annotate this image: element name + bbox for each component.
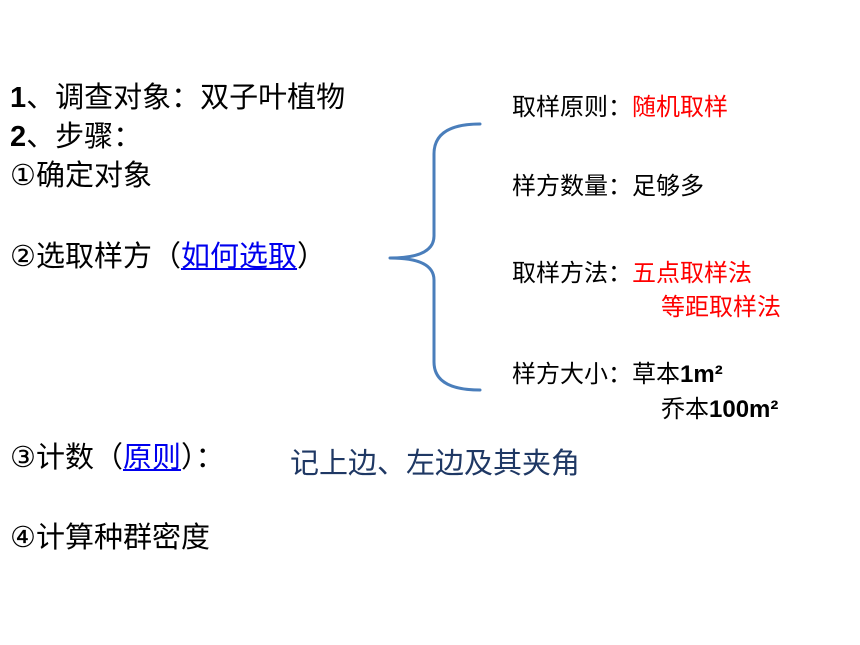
sampling-method-value-2: 等距取样法: [661, 293, 781, 321]
sampling-principle: 取样原则：随机取样: [512, 92, 728, 122]
quadrat-size-label: 样方大小：: [512, 360, 632, 388]
step-2-prefix: ②选取样方（: [10, 239, 181, 273]
quadrat-quantity-label: 样方数量：: [512, 172, 632, 200]
sampling-principle-label: 取样原则：: [512, 93, 632, 121]
tree-size: 乔本100m²: [661, 394, 778, 425]
principle-link[interactable]: 原则: [123, 440, 182, 474]
how-to-select-link[interactable]: 如何选取: [181, 239, 298, 273]
survey-object-text: 、调查对象：双子叶植物: [26, 80, 346, 114]
herb-size-value: 1m²: [680, 361, 723, 388]
survey-object-line: 1、调查对象：双子叶植物: [10, 80, 345, 115]
quadrat-size: 样方大小：草本1m²: [512, 359, 723, 390]
quadrat-quantity: 样方数量：足够多: [512, 171, 704, 201]
herb-size-prefix: 草本: [632, 360, 680, 388]
sampling-method: 取样方法：五点取样法: [512, 258, 752, 288]
step-2-suffix: ）: [297, 239, 327, 273]
sampling-principle-value: 随机取样: [632, 93, 728, 121]
tree-size-prefix: 乔本: [661, 395, 709, 423]
sampling-method-label: 取样方法：: [512, 259, 632, 287]
curly-brace-icon: [388, 122, 482, 392]
step-4: ④计算种群密度: [10, 520, 210, 554]
step-1: ①确定对象: [10, 158, 152, 192]
steps-heading-text: 、步骤：: [26, 119, 143, 153]
step-3-suffix: ）：: [181, 440, 225, 474]
step-2: ②选取样方（如何选取）: [10, 239, 326, 273]
tree-size-value: 100m²: [709, 396, 779, 423]
step-3: ③计数（原则）：: [10, 440, 225, 474]
item-number-1: 1: [10, 82, 27, 114]
steps-heading: 2、步骤：: [10, 119, 142, 154]
item-number-2: 2: [10, 121, 27, 153]
sampling-method-value-1: 五点取样法: [632, 259, 752, 287]
counting-rule-text: 记上边、左边及其夹角: [290, 446, 581, 480]
step-3-prefix: ③计数（: [10, 440, 123, 474]
quadrat-quantity-value: 足够多: [632, 172, 704, 200]
